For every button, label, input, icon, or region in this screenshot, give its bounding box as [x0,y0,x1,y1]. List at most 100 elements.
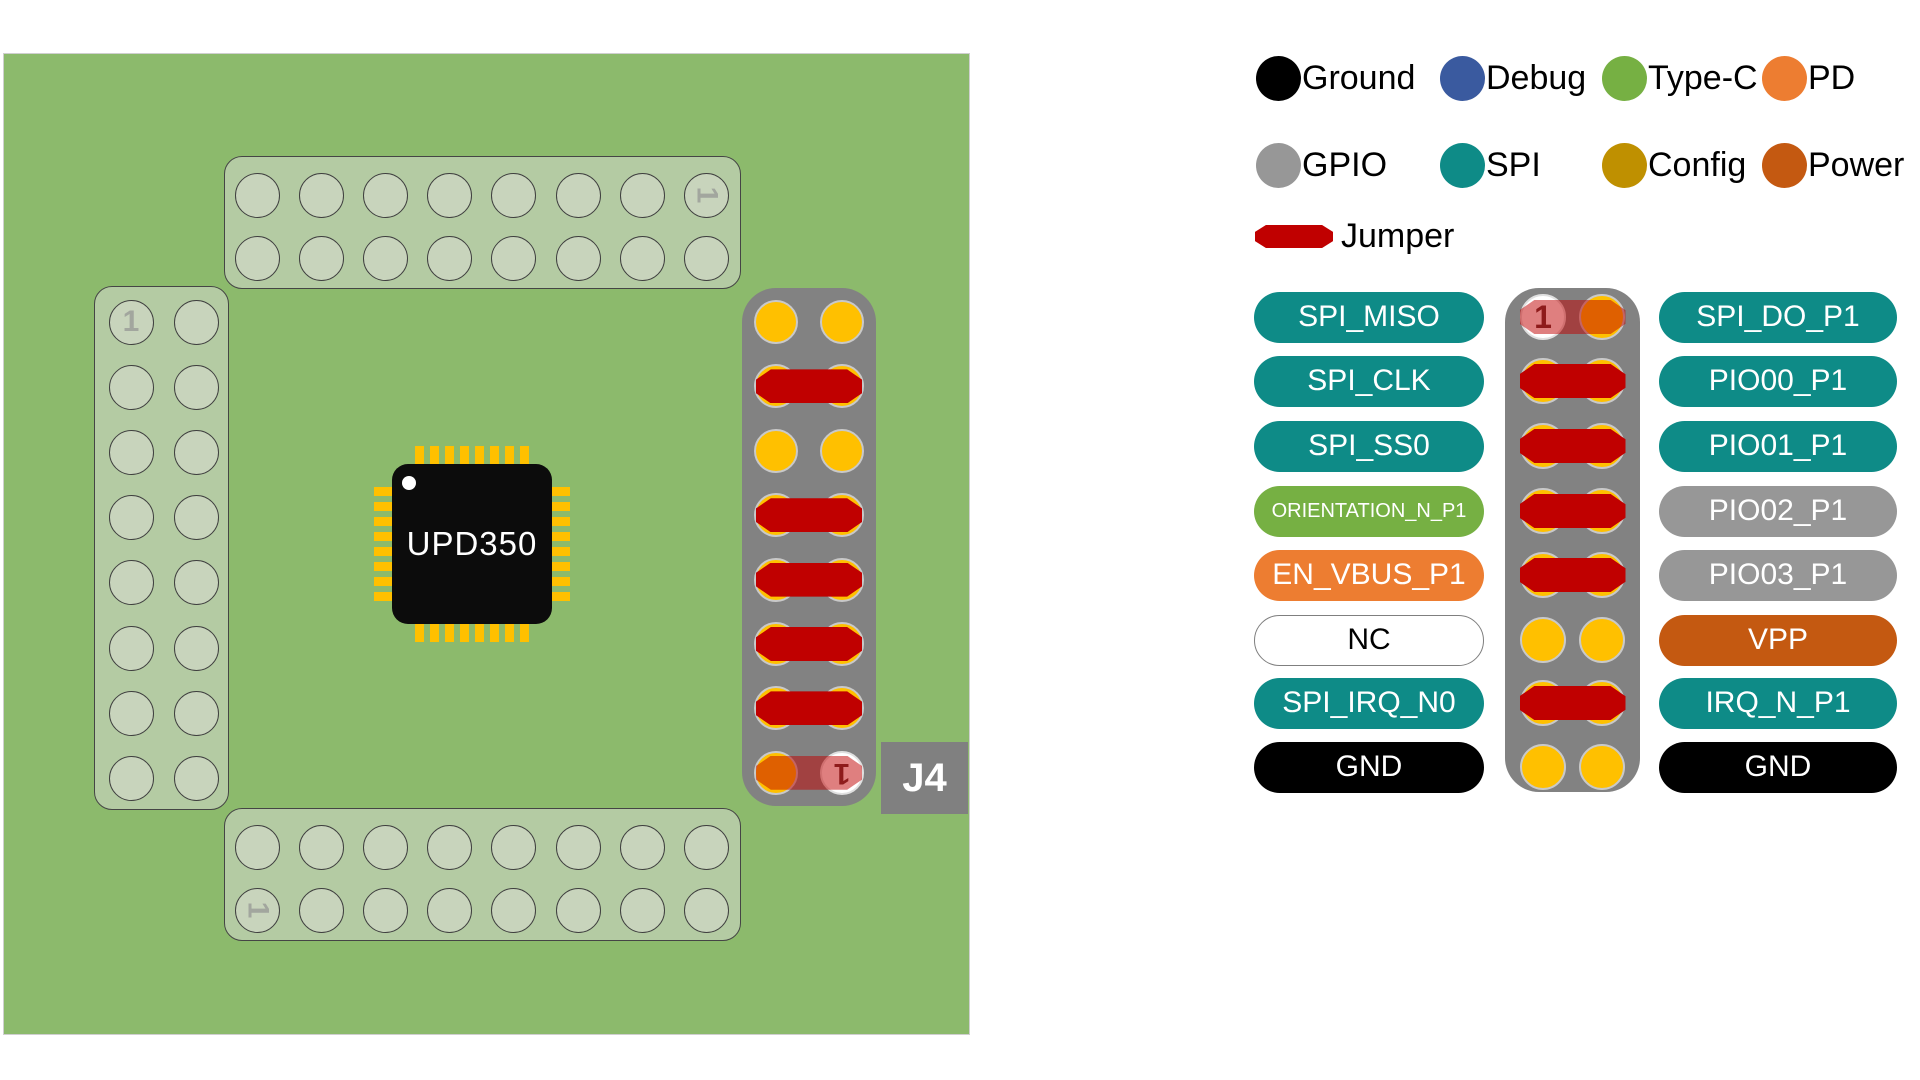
legend-label-debug: Debug [1486,58,1587,97]
chip-pin-bottom [415,622,424,642]
header-hole [173,690,219,736]
pin-label-left: ORIENTATION_N_P1 [1254,485,1484,537]
chip-pin-right [550,532,570,541]
pin-label-left: SPI_MISO [1254,291,1484,343]
header-hole [427,172,473,218]
header-hole [234,172,280,218]
jumper [756,498,862,533]
header-hole: 1 [683,172,729,218]
jumper [1519,558,1626,592]
header-hole [555,235,601,281]
chip-pin-left [374,532,394,541]
chip-pin-top [475,446,484,466]
chip-pin-top [460,446,469,466]
legend-label-config: Config [1648,145,1747,184]
header-hole [108,755,154,801]
chip-pin-right [550,487,570,496]
header-hole [683,235,729,281]
header-hole [298,235,344,281]
pin-label-right: GND [1659,741,1897,793]
chip-pin-bottom [460,622,469,642]
pin-label-right: PIO01_P1 [1659,420,1897,472]
chip-pin-right [550,517,570,526]
header-hole [108,625,154,671]
connector-pin [820,428,864,473]
pin-label-right: PIO03_P1 [1659,549,1897,601]
header-hole [108,560,154,606]
pin-label-left: EN_VBUS_P1 [1254,549,1484,601]
legend-label-power: Power [1808,145,1905,184]
jumper [756,627,862,661]
upd350-chip: UPD350 [392,464,552,624]
jumper-semi-transparent [756,755,862,790]
header-hole [298,887,344,933]
chip-pin-top [415,446,424,466]
legend-swatch-power [1762,142,1807,188]
legend-jumper-swatch [1255,225,1333,248]
chip-pin-bottom [490,622,499,642]
chip-pin-top [505,446,514,466]
legend-label-pd: PD [1808,58,1856,97]
chip-pin-top [490,446,499,466]
header-hole [173,755,219,801]
chip-pin-right [550,577,570,586]
header-hole [108,364,154,410]
connector-refdes-j4: J4 [881,742,968,814]
legend-swatch-debug [1440,55,1485,101]
pinout-pin [1520,617,1566,663]
pin-label-right: PIO02_P1 [1659,485,1897,537]
header-hole [108,690,154,736]
chip-pin-bottom [520,622,529,642]
pin-label-right: VPP [1659,614,1897,666]
header-hole [108,429,154,475]
header-hole [683,887,729,933]
legend-swatch-spi [1440,142,1485,188]
header-hole [173,299,219,345]
pin-label-left: SPI_SS0 [1254,420,1484,472]
header-hole [108,495,154,541]
legend-label-ground: Ground [1302,58,1416,97]
chip-pin-bottom [475,622,484,642]
chip-pin1-dot [402,476,416,490]
jumper [756,369,862,404]
header-hole [362,887,408,933]
chip-pin-left [374,517,394,526]
header-hole [362,172,408,218]
header-hole [619,235,665,281]
legend-label-gpio: GPIO [1302,145,1388,184]
pinout-pin [1579,617,1625,663]
header-pin1-marker: 1 [241,901,274,919]
legend-label-typec: Type-C [1648,58,1758,97]
chip-pin-left [374,577,394,586]
header-top: 1 [224,156,741,289]
pin-label-left: SPI_CLK [1254,355,1484,407]
header-hole [234,235,280,281]
pin-label-left: NC [1254,614,1484,666]
header-hole [173,560,219,606]
header-hole [619,172,665,218]
pinout-connector: 1 [1505,288,1640,792]
pin-label-right: PIO00_P1 [1659,355,1897,407]
header-hole [173,495,219,541]
pin-label-left: GND [1254,741,1484,793]
pinout-pin [1520,744,1566,790]
legend-label-spi: SPI [1486,145,1541,184]
header-hole [362,824,408,870]
legend-swatch-ground [1256,55,1301,101]
chip-label: UPD350 [406,525,538,562]
legend-swatch-gpio [1256,142,1301,188]
header-hole [491,172,537,218]
pinout-pin [1579,744,1625,790]
header-hole [491,824,537,870]
connector-pin [754,428,798,473]
chip-pin-left [374,547,394,556]
jumper [1519,686,1626,720]
header-bottom: 1 [224,808,741,941]
header-hole [427,824,473,870]
pin-label-right: SPI_DO_P1 [1659,291,1897,343]
header-pin1-marker: 1 [690,186,724,204]
chip-pin-bottom [430,622,439,642]
header-hole [491,235,537,281]
header-hole [173,625,219,671]
